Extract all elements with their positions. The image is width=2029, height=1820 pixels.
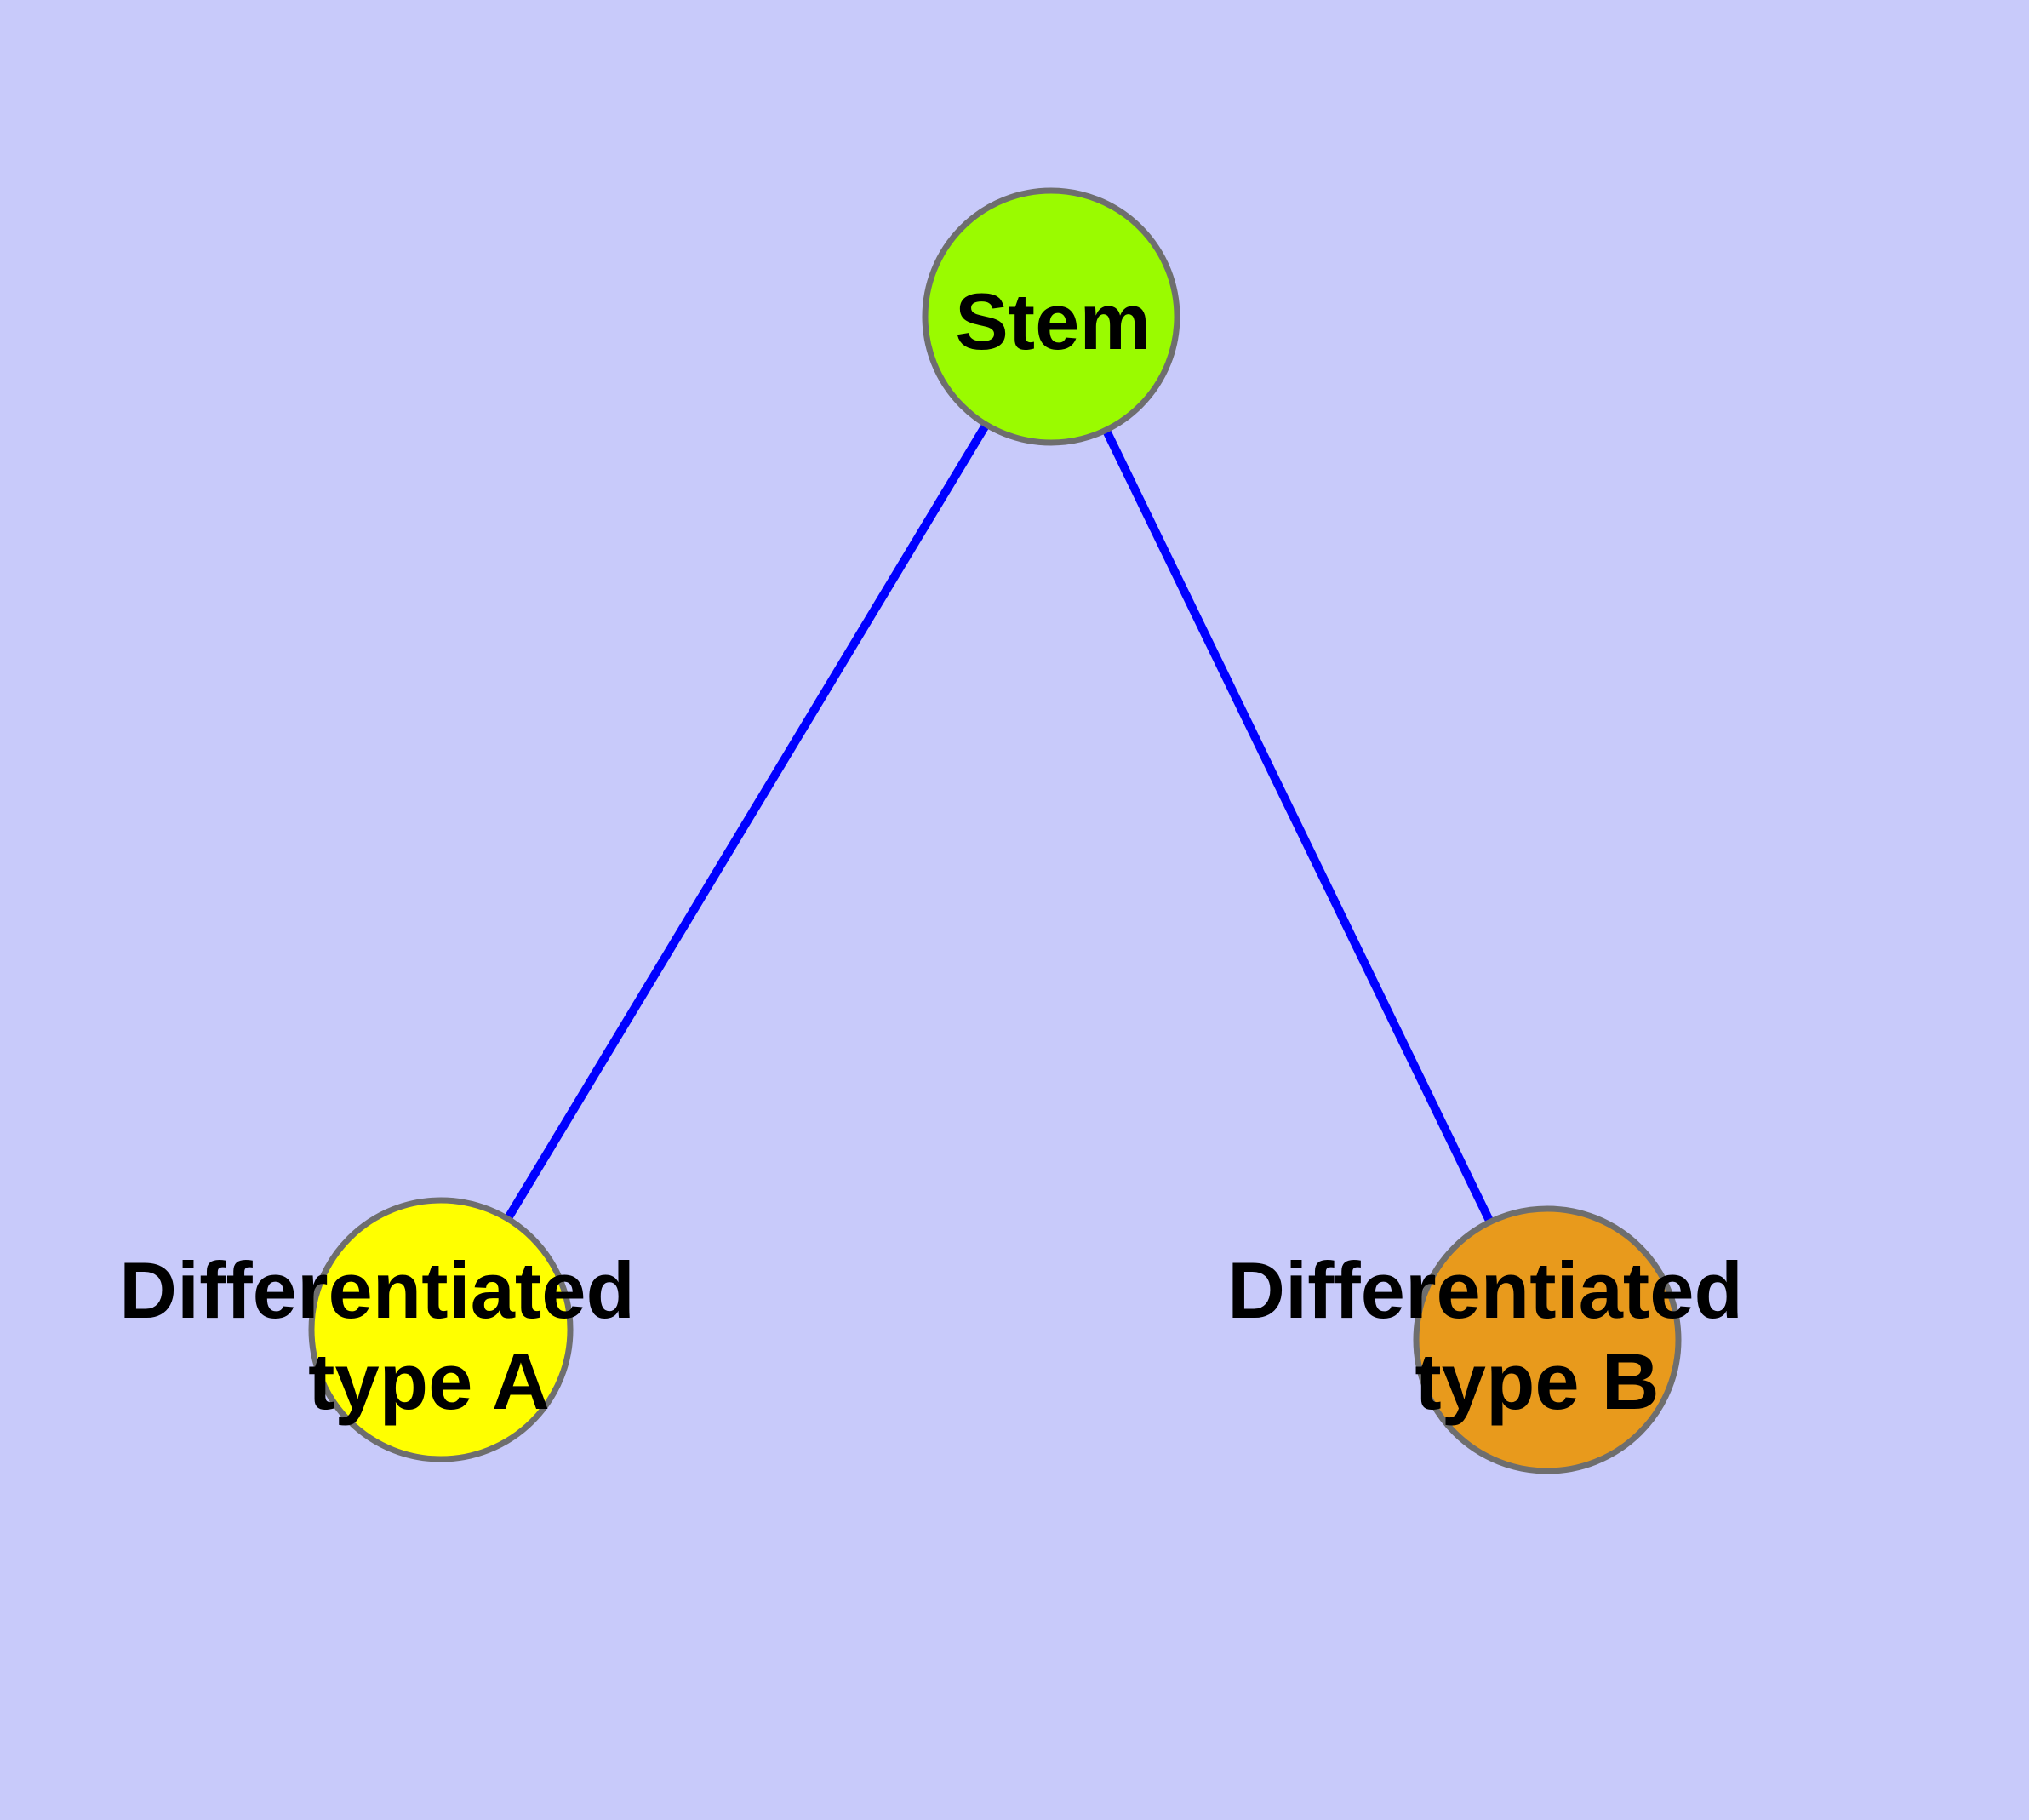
edges-layer [437,314,1552,1342]
node-differentiated-type-b[interactable] [1413,1205,1682,1474]
node-label-differentiated-type-b-line2: type B [1415,1336,1659,1426]
node-stem[interactable] [922,187,1180,446]
labels-layer: Stem Differentiated type A Differentiate… [119,277,1743,1426]
node-label-differentiated-type-a-line2: type A [308,1336,550,1426]
edge-stem-to-differentiated-type-b[interactable] [1047,314,1552,1342]
node-label-differentiated-type-a-line1: Differentiated [119,1245,635,1335]
node-differentiated-type-a[interactable] [308,1197,574,1462]
edge-stem-to-differentiated-type-a[interactable] [437,314,1055,1332]
node-label-stem: Stem [955,277,1151,366]
nodes-layer [308,187,1682,1474]
node-label-differentiated-type-b-line1: Differentiated [1227,1245,1743,1335]
